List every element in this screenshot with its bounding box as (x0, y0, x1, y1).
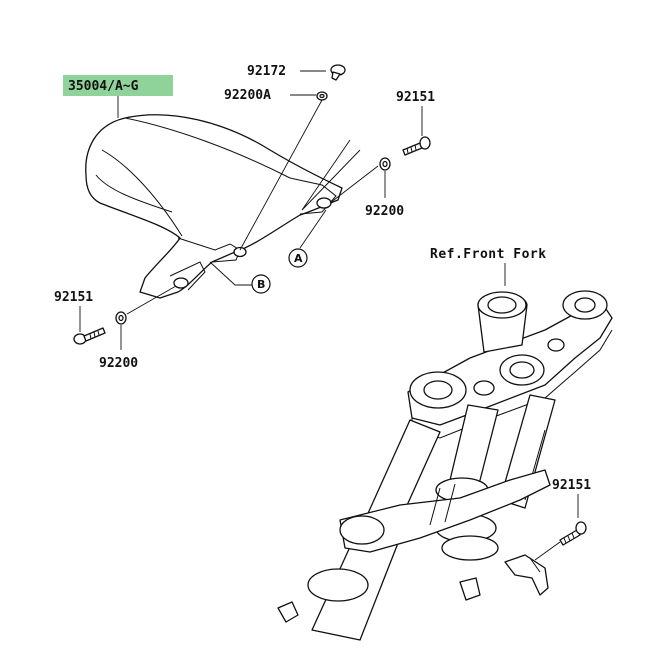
stem-bearing-bottom (441, 535, 499, 561)
stem-nut-inner (509, 361, 535, 379)
callout-a-letter: A (294, 252, 303, 265)
washer-92200-right-label: 92200 (365, 204, 404, 219)
washer-92200-right-group: 92200 (329, 157, 404, 219)
bolt-92172-group: 92172 (247, 64, 346, 81)
bolt-92151-bottom-drop-line (534, 541, 561, 561)
washer-92200-right-icon (379, 157, 391, 171)
bolt-92172-label: 92172 (247, 64, 286, 79)
bolt-92151-left-label: 92151 (54, 290, 93, 305)
clamp-small-hole (473, 380, 495, 396)
washer-92200-left-drop-line (126, 285, 177, 315)
washer-92200-left-group: 92200 (99, 285, 177, 371)
hose-bracket (504, 554, 549, 596)
fender-crease-1 (101, 149, 183, 237)
left-fork-lower-ring (307, 568, 369, 602)
fender-edge-1 (124, 117, 291, 179)
lower-left-clamp-piece (277, 601, 299, 623)
callout-a-leader (299, 209, 327, 249)
ref-front-fork-label: Ref.Front Fork (430, 247, 547, 262)
fender-part-label-group: 35004/A~G (63, 75, 173, 118)
bolt-92151-bottom-label: 92151 (552, 478, 591, 493)
front-fender (85, 114, 343, 299)
washer-92200A-icon (316, 91, 328, 101)
bolt-92151-right-label: 92151 (396, 90, 435, 105)
callout-a-group: A (288, 139, 361, 268)
fender-bolt-hole-right (316, 197, 332, 209)
fender-bolt-hole-left (173, 277, 189, 289)
hose-bracket-detail (529, 557, 541, 573)
washer-92200-left-icon (115, 311, 127, 325)
fender-bracket-lower (177, 237, 241, 263)
callout-b-group: B (209, 261, 271, 294)
fender-tab-left (169, 261, 206, 291)
callout-b-leader (209, 261, 252, 286)
lower-center-piece (459, 577, 481, 601)
washer-92200-left-label: 92200 (99, 356, 138, 371)
bolt-92151-bottom-group: 92151 (534, 478, 591, 561)
washer-92200A-group: 92200A (224, 88, 328, 251)
fender-bolt-hole-center (233, 246, 247, 258)
lower-clamp-detail (429, 483, 456, 526)
fender-body (85, 114, 343, 299)
washer-92200A-label: 92200A (224, 88, 271, 103)
callout-b-letter: B (257, 278, 265, 291)
right-fork-cap-inner (574, 297, 596, 313)
fender-crease-2 (95, 174, 173, 213)
callout-a-circle (288, 248, 308, 268)
bolt-92151-right-group: 92151 (396, 90, 435, 156)
bolt-92151-left-group: 92151 (54, 290, 106, 345)
bolt-92151-left-icon (73, 327, 106, 345)
clamp-small-hole-2 (547, 338, 565, 352)
fender-part-number: 35004/A~G (68, 79, 139, 94)
callout-b-circle (251, 274, 271, 294)
washer-92200A-drop-line (239, 99, 323, 251)
front-fork-assembly (277, 290, 613, 641)
lower-triple-clamp (339, 469, 551, 553)
bolt-92151-right-icon (402, 136, 431, 156)
bolt-92151-bottom-icon (559, 521, 587, 546)
washer-92200-right-drop-line (329, 165, 379, 204)
fender-bracket-right (289, 177, 337, 215)
lower-clamp-left-boss (339, 515, 385, 545)
fender-label-highlight (63, 75, 173, 96)
steering-tube-top-inner (487, 296, 517, 314)
left-fork-cap-inner (423, 380, 453, 400)
callout-a-guide (301, 139, 361, 211)
bolt-92172-icon (330, 64, 346, 81)
